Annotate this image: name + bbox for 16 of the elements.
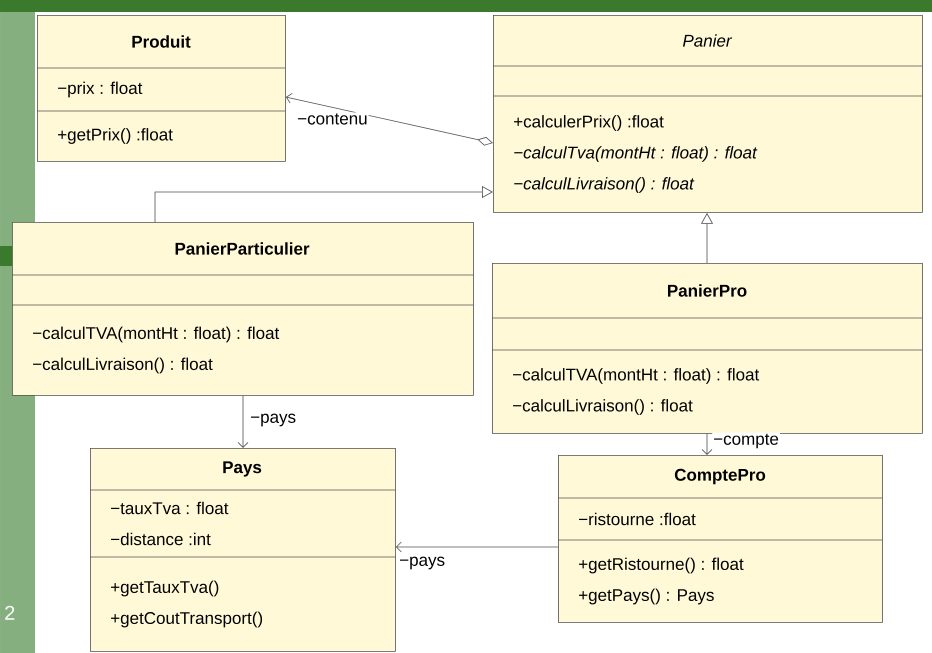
arrow bbox=[238, 395, 248, 448]
class-box: Pays −tauxTva : float −distance :int +getTauxTva() +getCoutTransport() bbox=[90, 448, 396, 652]
edge-label: −contenu bbox=[296, 112, 369, 126]
class-box: PanierPro −calculTVA(montHt : float) : float −calculLivraison() : float bbox=[492, 263, 923, 434]
class-box: ComptePro −ristourne :float +getRistourne() : float +getPays() : Pays bbox=[558, 455, 883, 623]
arrow bbox=[702, 433, 712, 455]
page-number: 2 bbox=[5, 606, 14, 620]
arrow bbox=[396, 542, 558, 552]
edge-label: −pays bbox=[249, 412, 298, 428]
edge-label: −compte bbox=[712, 432, 780, 450]
arrow bbox=[154, 186, 493, 222]
class-box: PanierParticulier −calculTVA(montHt : float) : float −calculLivraison() : float bbox=[12, 222, 474, 396]
arrow bbox=[286, 92, 493, 146]
class-box: Panier +calculerPrix() :float −calculTva(montHt : float) : float −calculLivraison() : float bbox=[492, 15, 923, 213]
class-box: Produit −prix : float +getPrix() :float bbox=[36, 15, 286, 162]
edge-label: −pays bbox=[398, 556, 446, 570]
